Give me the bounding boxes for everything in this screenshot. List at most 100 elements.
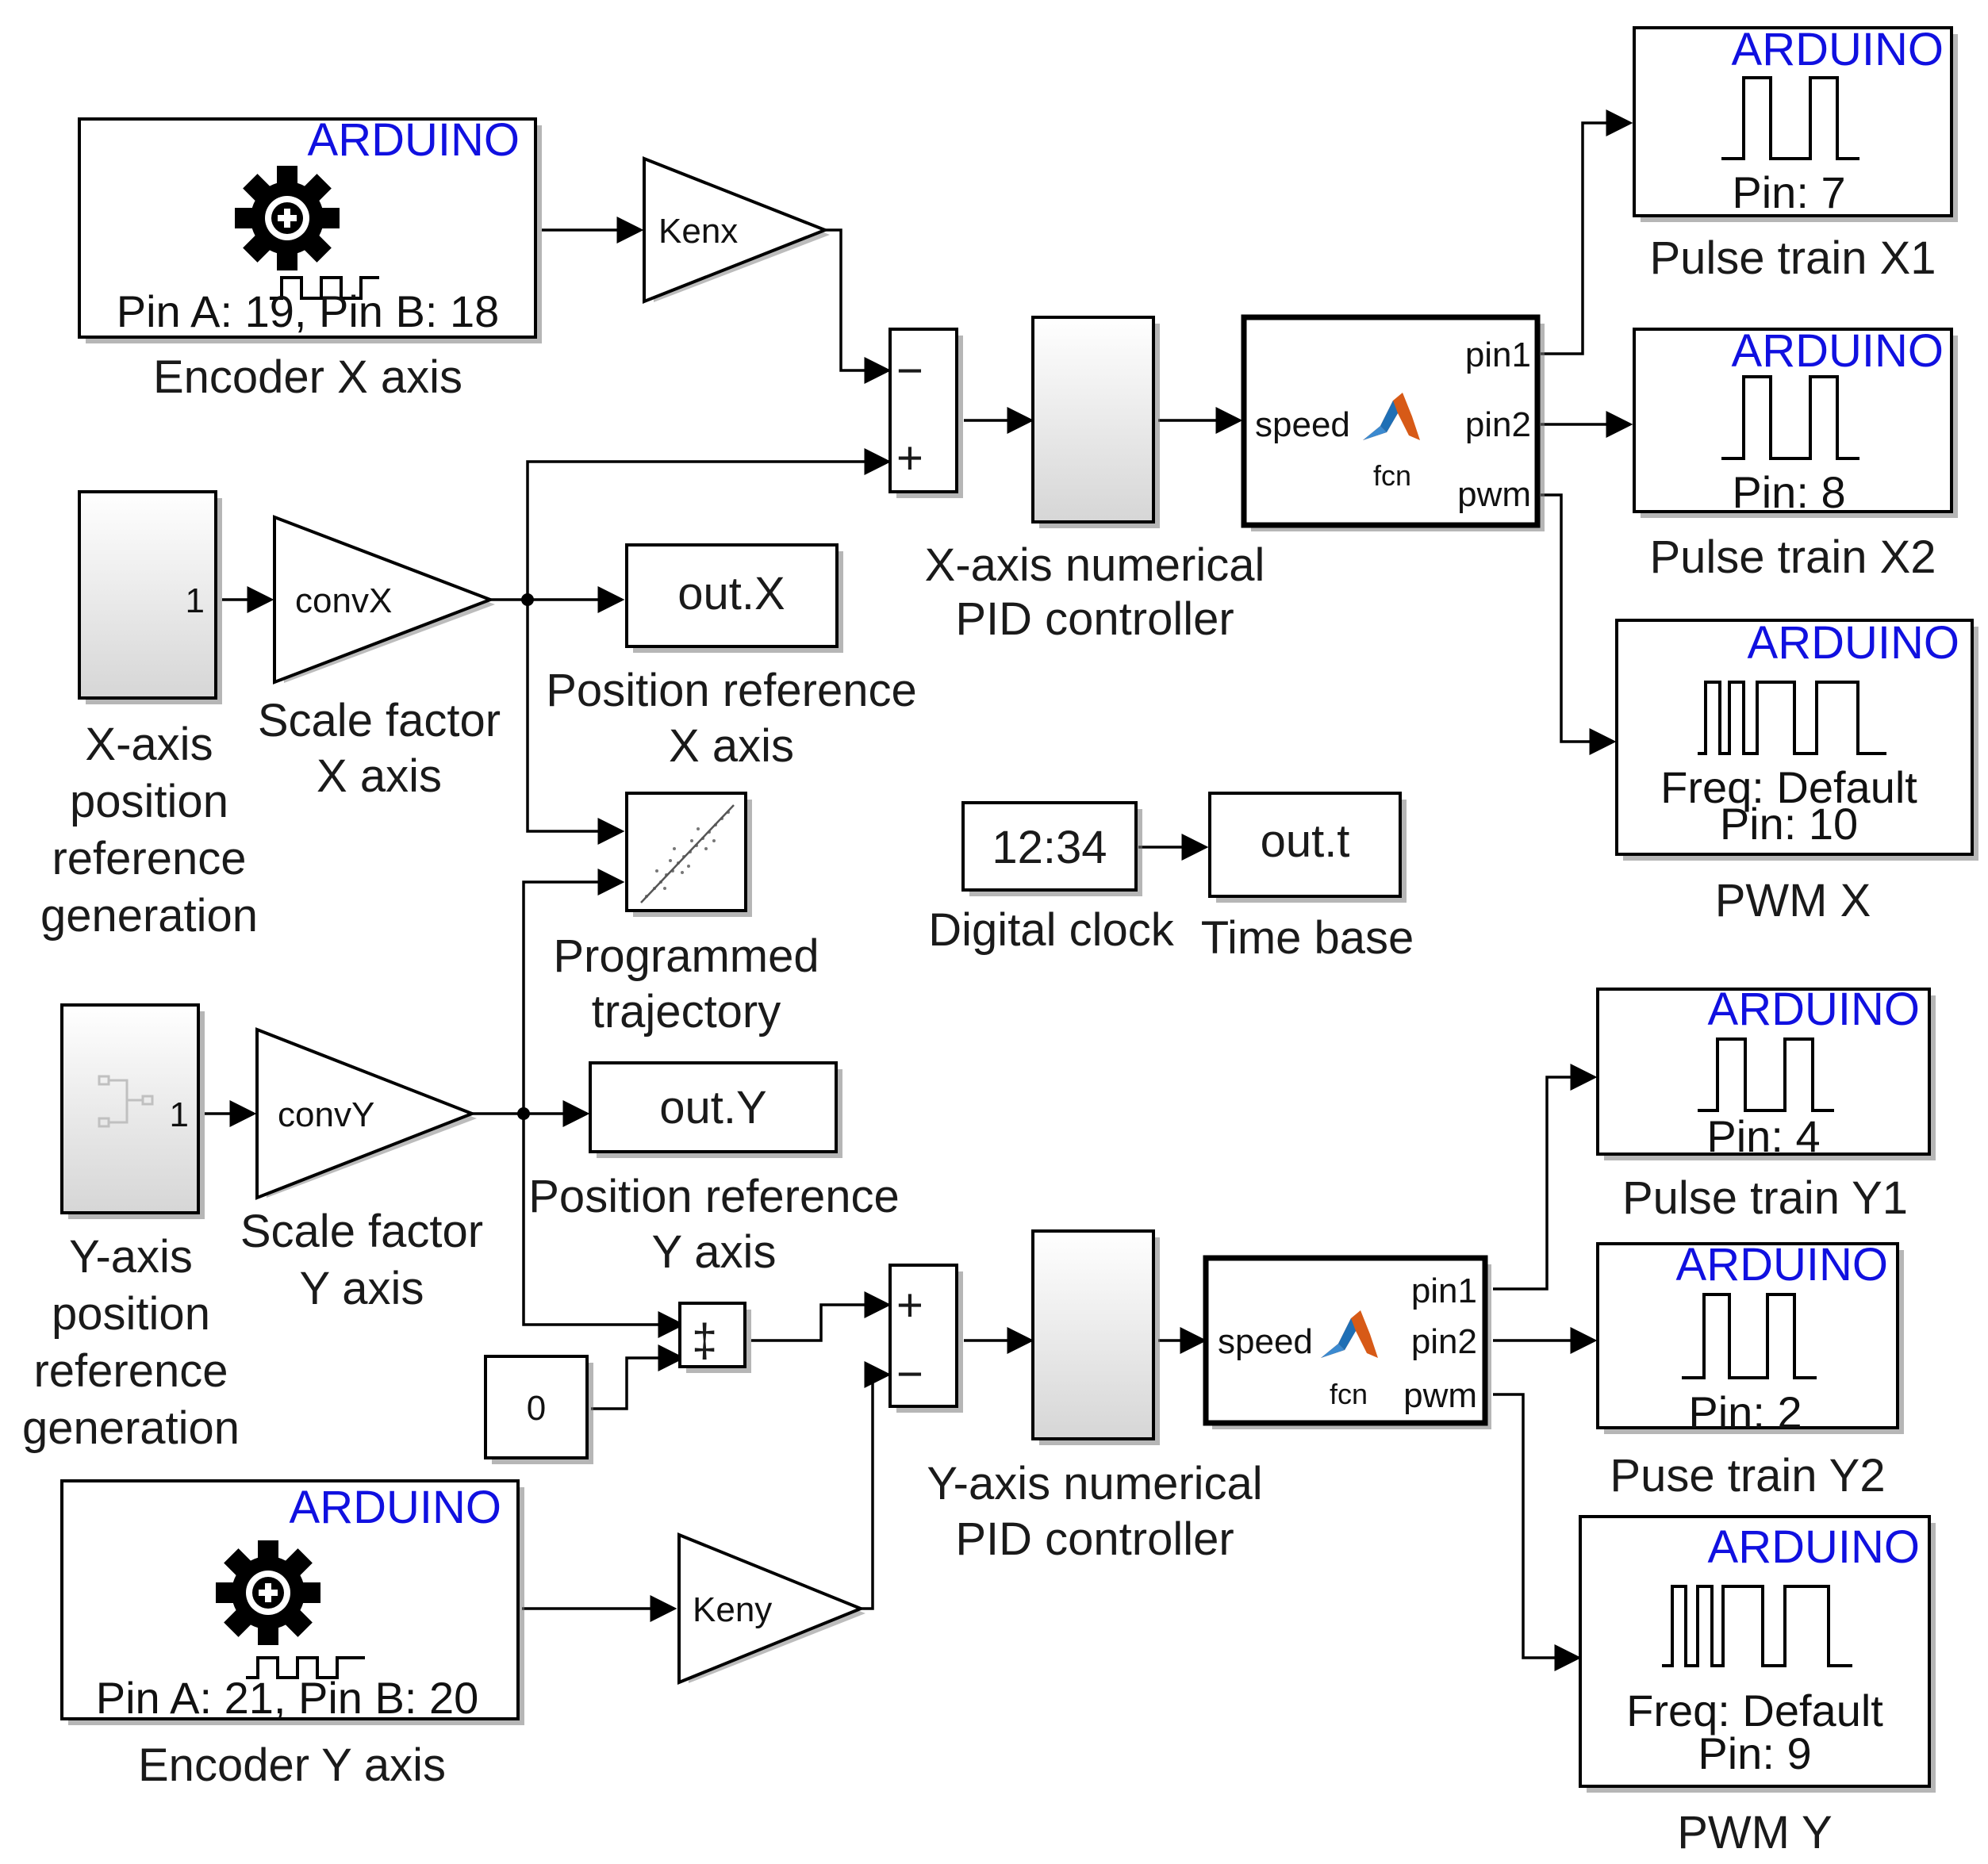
encoder-x-brand: ARDUINO (308, 114, 520, 166)
sum-x-plus: + (896, 432, 923, 484)
fcn-x-name: fcn (1373, 459, 1411, 492)
gain-keny-block[interactable]: Keny (677, 1532, 865, 1685)
pwm-y-brand: ARDUINO (1708, 1521, 1920, 1573)
pwm-x-block[interactable]: ARDUINO Freq: Default Pin: 10 (1615, 617, 1978, 861)
pulse-x2-brand: ARDUINO (1732, 325, 1944, 377)
pulse-y2-block[interactable]: ARDUINO Pin: 2 (1596, 1239, 1904, 1437)
sum-y-block[interactable]: + − (888, 1264, 963, 1413)
pulse-x2-block[interactable]: ARDUINO Pin: 8 (1633, 325, 1958, 518)
out-x-label: out.X (677, 568, 785, 619)
xy-graph-block[interactable] (625, 792, 752, 917)
out-y-block[interactable]: out.Y (589, 1061, 842, 1158)
pid-x-caption-2: PID controller (955, 593, 1234, 645)
encoder-x-pins: Pin A: 19, Pin B: 18 (117, 286, 500, 336)
pid-y-block[interactable] (1031, 1229, 1160, 1445)
scale-x-caption-2: X axis (317, 750, 442, 802)
x-ref-caption-3: reference (52, 833, 246, 884)
xy-graph-caption-2: trajectory (592, 986, 781, 1037)
encoder-x-pulse-icon (270, 276, 379, 300)
encoder-y-pins: Pin A: 21, Pin B: 20 (96, 1673, 479, 1723)
pwm-x-brand: ARDUINO (1748, 617, 1959, 669)
pwm-x-freq: Freq: Default (1660, 762, 1917, 812)
pulse-wave-icon (1721, 375, 1859, 460)
pulse-x2-caption: Pulse train X2 (1649, 531, 1936, 583)
digital-clock-block[interactable]: 12:34 (961, 801, 1142, 896)
scale-x-label: convX (295, 581, 392, 620)
out-y-label: out.Y (659, 1082, 766, 1133)
y-ref-port: 1 (170, 1095, 189, 1134)
encoder-y-block[interactable]: ARDUINO Pin A: 21, Pin B: 20 (60, 1479, 524, 1725)
fcn-y-out2: pin2 (1411, 1322, 1477, 1361)
pid-y-caption-2: PID controller (955, 1513, 1234, 1565)
pulse-x1-block[interactable]: ARDUINO Pin: 7 (1633, 24, 1958, 222)
pulse-wave-icon (1682, 1293, 1817, 1379)
constant-block[interactable]: 0 (484, 1355, 593, 1464)
out-y-caption-1: Position reference (528, 1171, 899, 1222)
mux-block[interactable]: ‡ (678, 1302, 751, 1373)
encoder-y-brand: ARDUINO (290, 1482, 501, 1533)
xy-graph-caption-1: Programmed (553, 930, 819, 982)
fcn-x-out2: pin2 (1465, 405, 1531, 444)
pulse-y2-caption: Puse train Y2 (1610, 1450, 1885, 1502)
pulse-y2-brand: ARDUINO (1676, 1239, 1888, 1291)
pulse-wave-icon (1721, 76, 1859, 160)
gain-keny-label: Keny (693, 1590, 772, 1629)
encoder-y-caption: Encoder Y axis (138, 1739, 446, 1791)
sum-y-minus: − (896, 1348, 923, 1400)
pid-y-caption-1: Y-axis numerical (927, 1458, 1262, 1509)
scale-x-block[interactable]: convX (273, 515, 495, 685)
pwm-x-pin: Pin: 10 (1720, 799, 1858, 849)
fcn-y-block[interactable]: speed fcn pin1 pin2 pwm (1203, 1255, 1491, 1429)
gear-icon (216, 1540, 320, 1645)
scale-y-caption-1: Scale factor (240, 1206, 483, 1257)
out-x-caption-2: X axis (669, 720, 794, 772)
wires (205, 109, 1633, 1671)
pwm-y-caption: PWM Y (1677, 1807, 1833, 1858)
out-t-caption: Time base (1201, 912, 1414, 964)
fcn-y-name: fcn (1330, 1378, 1368, 1410)
fcn-y-input: speed (1218, 1322, 1313, 1361)
constant-label: 0 (527, 1389, 546, 1428)
pwm-x-caption: PWM X (1715, 875, 1871, 926)
sum-x-minus: − (896, 345, 923, 397)
pulse-x1-brand: ARDUINO (1732, 24, 1944, 75)
x-ref-caption-2: position (70, 776, 228, 827)
fcn-x-block[interactable]: speed fcn pin1 pin2 pwm (1241, 314, 1545, 531)
y-ref-caption-4: generation (22, 1402, 240, 1454)
fcn-x-out3: pwm (1457, 475, 1531, 514)
x-ref-subsystem-block[interactable]: 1 (78, 490, 222, 704)
y-ref-caption-3: reference (33, 1345, 228, 1397)
mux-icon: ‡ (692, 1315, 717, 1367)
pulse-y1-block[interactable]: ARDUINO Pin: 4 (1596, 984, 1936, 1161)
pulse-x2-pin: Pin: 8 (1732, 467, 1845, 517)
y-ref-subsystem-block[interactable]: 1 (60, 1003, 205, 1219)
pwm-y-freq: Freq: Default (1626, 1686, 1883, 1736)
gain-kenx-block[interactable]: Kenx (643, 156, 830, 304)
x-ref-caption-1: X-axis (85, 719, 213, 770)
gear-icon (235, 166, 340, 270)
fcn-y-out1: pin1 (1411, 1271, 1477, 1310)
out-t-block[interactable]: out.t (1208, 792, 1407, 903)
fcn-y-out3: pwm (1403, 1376, 1477, 1415)
y-ref-caption-1: Y-axis (69, 1231, 193, 1283)
pulse-y1-caption: Pulse train Y1 (1622, 1172, 1908, 1224)
scale-y-caption-2: Y axis (300, 1263, 424, 1314)
pid-x-block[interactable] (1031, 316, 1160, 528)
x-ref-port: 1 (186, 581, 205, 620)
encoder-y-pulse-icon (246, 1656, 365, 1679)
encoder-x-block[interactable]: ARDUINO Pin A: 19, Pin B: 18 (78, 114, 542, 343)
x-ref-caption-4: generation (40, 890, 258, 942)
gain-kenx-label: Kenx (658, 212, 738, 251)
y-ref-caption-2: position (52, 1288, 210, 1340)
pid-x-caption-1: X-axis numerical (925, 539, 1265, 591)
sum-y-plus: + (896, 1279, 923, 1331)
clock-caption: Digital clock (928, 904, 1174, 956)
out-x-block[interactable]: out.X (625, 543, 843, 653)
scale-y-block[interactable]: convY (255, 1027, 477, 1200)
sum-x-block[interactable]: − + (888, 328, 963, 498)
fcn-x-input: speed (1255, 405, 1350, 444)
scale-x-caption-1: Scale factor (258, 695, 501, 746)
trend-line (640, 804, 735, 903)
pwm-y-block[interactable]: ARDUINO Freq: Default Pin: 9 (1579, 1515, 1936, 1793)
